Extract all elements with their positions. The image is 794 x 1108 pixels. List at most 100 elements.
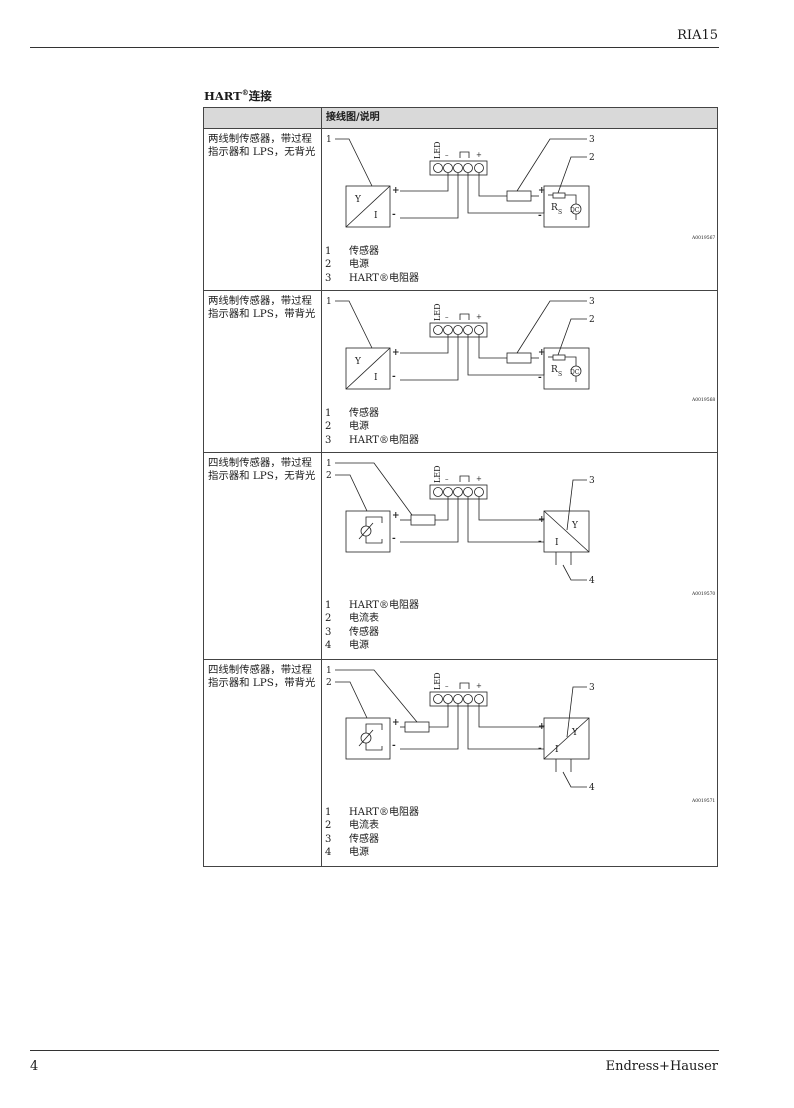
supply-minus: - — [538, 373, 542, 383]
sensor-plus: + — [538, 722, 546, 732]
figure-id: A0019570 — [691, 591, 715, 597]
callout-2: 2 — [326, 678, 332, 688]
document-code: RIA15 — [677, 28, 718, 43]
led-label: LED — [433, 303, 442, 321]
callout-1: 1 — [326, 135, 332, 145]
label-dc: DC — [570, 207, 580, 214]
legend-num: 2 — [325, 820, 332, 832]
sensor-minus: - — [538, 537, 542, 547]
label-rs-sub: S — [558, 371, 562, 378]
terminal-minus: - — [392, 210, 396, 220]
legend-text: HART®电阻器 — [349, 272, 419, 284]
column-header-1 — [203, 107, 322, 129]
supply-plus: + — [538, 348, 546, 358]
callout-3: 3 — [589, 476, 595, 486]
callout-1: 1 — [326, 666, 332, 676]
legend-num: 1 — [325, 807, 332, 818]
table-row: 两线制传感器，带过程指示器和 LPS，带背光 — [203, 290, 718, 453]
terminal-plus: + — [392, 348, 400, 358]
legend-text: HART®电阻器 — [349, 807, 419, 818]
figure-id: A0019571 — [691, 798, 715, 804]
label-i: I — [374, 211, 378, 221]
table-header-row: 接线图/说明 — [203, 107, 718, 129]
column-header-diagram: 接线图/说明 — [321, 107, 718, 129]
legend-text: HART®电阻器 — [349, 434, 419, 446]
indicator-minus: – — [445, 313, 449, 321]
label-rs: R — [551, 203, 558, 213]
supply-minus: - — [538, 211, 542, 221]
callout-2: 2 — [589, 153, 595, 163]
section-title-main: HART — [204, 89, 242, 103]
row-description: 两线制传感器，带过程指示器和 LPS，无背光 — [203, 128, 322, 291]
sensor-minus: - — [538, 744, 542, 754]
registered-mark: ® — [241, 88, 249, 98]
indicator-plus: + — [476, 313, 482, 321]
legend-num: 4 — [325, 846, 332, 858]
header-rule — [30, 47, 719, 48]
supply-plus: + — [538, 186, 546, 196]
legend-num: 1 — [325, 408, 332, 419]
legend-text: HART®电阻器 — [349, 600, 419, 611]
indicator-plus: + — [476, 682, 482, 690]
table-row: 四线制传感器，带过程指示器和 LPS，带背光 — [203, 659, 718, 867]
wiring-diagram-2wire-backlight: 1 3 2 Y I + - – + + - R S DC A00 — [326, 297, 715, 403]
callout-3: 3 — [589, 135, 595, 145]
table-row: 两线制传感器，带过程指示器和 LPS，无背光 — [203, 128, 718, 291]
wiring-diagram-2wire: 1 3 2 Y I + - – + + - R S DC A00 — [326, 135, 715, 241]
legend-text: 传感器 — [349, 246, 379, 257]
diagram-cell: 1 2 3 4 + - – + + - Y I A0019571 LE — [321, 659, 718, 867]
legend-num: 1 — [325, 600, 332, 611]
callout-3: 3 — [589, 297, 595, 307]
legend-text: 电源 — [349, 421, 369, 433]
legend-num: 3 — [325, 833, 332, 845]
label-i: I — [555, 538, 559, 548]
legend-num: 1 — [325, 246, 332, 257]
label-y: Y — [571, 728, 579, 738]
legend-num: 3 — [325, 272, 332, 284]
callout-1: 1 — [326, 459, 332, 469]
indicator-plus: + — [476, 475, 482, 483]
legend-item: 4 电源 — [325, 639, 717, 652]
label-i: I — [374, 373, 378, 383]
label-y: Y — [354, 195, 362, 205]
section-title: HART®连接 — [204, 88, 272, 104]
label-y: Y — [571, 521, 579, 531]
label-dc: DC — [570, 369, 580, 376]
terminal-plus: + — [392, 186, 400, 196]
callout-3: 3 — [589, 683, 595, 693]
led-label: LED — [433, 672, 442, 690]
legend-text: 电流表 — [349, 613, 379, 625]
callout-1: 1 — [326, 297, 332, 307]
legend-text: 传感器 — [349, 626, 379, 638]
legend-num: 2 — [325, 259, 332, 271]
diagram-cell: 1 2 3 4 + - – + + - Y I A0019570 LE — [321, 452, 718, 660]
table-row: 四线制传感器，带过程指示器和 LPS，无背光 — [203, 452, 718, 660]
callout-2: 2 — [589, 315, 595, 325]
diagram-cell: 1 3 2 Y I + - – + + - R S DC A00 — [321, 290, 718, 453]
diagram-cell: 1 3 2 Y I + - – + + - R S DC A00 — [321, 128, 718, 291]
callout-4: 4 — [589, 783, 595, 793]
terminal-plus: + — [392, 511, 400, 521]
label-rs-sub: S — [558, 209, 562, 216]
figure-id: A0019567 — [691, 235, 715, 241]
terminal-minus: - — [392, 741, 396, 751]
led-label: LED — [433, 465, 442, 483]
legend-item: 1 HART®电阻器 — [325, 806, 717, 819]
legend-text: 电源 — [349, 639, 369, 651]
legend-item: 1 传感器 — [325, 245, 717, 258]
legend-num: 4 — [325, 639, 332, 651]
indicator-plus: + — [476, 151, 482, 159]
label-y: Y — [354, 357, 362, 367]
indicator-minus: – — [445, 151, 449, 159]
row-description: 四线制传感器，带过程指示器和 LPS，无背光 — [203, 452, 322, 660]
